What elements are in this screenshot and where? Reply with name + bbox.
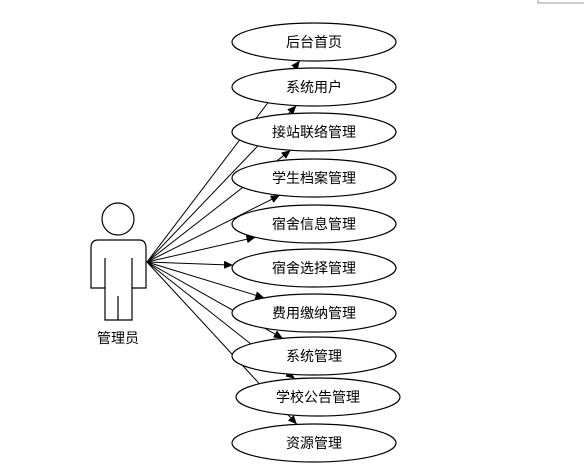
use-case-label: 学生档案管理: [272, 170, 356, 187]
use-case-ellipse: [231, 204, 397, 244]
use-case: 后台首页: [231, 22, 397, 62]
use-case-label: 宿舍选择管理: [272, 260, 356, 277]
use-case-label: 资源管理: [286, 436, 342, 452]
use-case-label: 后台首页: [286, 35, 342, 51]
use-case: 费用缴纳管理: [231, 293, 397, 333]
use-case-label: 宿舍信息管理: [272, 216, 356, 233]
use-case-label: 系统管理: [286, 349, 342, 365]
use-case-ellipse: [231, 336, 397, 376]
use-case-ellipse: [231, 158, 397, 198]
use-cases: 后台首页系统用户接站联络管理学生档案管理宿舍信息管理宿舍选择管理费用缴纳管理系统…: [231, 22, 401, 463]
use-case: 系统管理: [231, 336, 397, 376]
window-corner-artifact: [537, 0, 584, 4]
use-case-ellipse: [231, 67, 397, 107]
use-case-ellipse: [235, 377, 401, 417]
use-case-ellipse: [231, 293, 397, 333]
actor: 管理员: [90, 202, 147, 347]
use-case: 宿舍选择管理: [231, 248, 397, 288]
association-arrow: [146, 194, 280, 263]
user-actor-icon: [90, 202, 147, 321]
use-case-label: 学校公告管理: [276, 389, 360, 406]
actor-label: 管理员: [97, 331, 139, 347]
use-case: 资源管理: [231, 423, 397, 463]
use-case-ellipse: [231, 248, 397, 288]
use-case-ellipse: [231, 22, 397, 62]
association-arrow: [146, 260, 234, 269]
use-case-ellipse: [231, 112, 397, 152]
use-case: 接站联络管理: [231, 112, 397, 152]
use-case: 宿舍信息管理: [231, 204, 397, 244]
association-arrow: [146, 261, 265, 300]
use-case-ellipse: [231, 423, 397, 463]
use-case-label: 费用缴纳管理: [272, 306, 356, 322]
use-case: 学校公告管理: [235, 377, 401, 417]
use-case: 学生档案管理: [231, 158, 397, 198]
association-arrow: [146, 235, 256, 263]
use-case: 系统用户: [231, 67, 397, 107]
use-case-label: 系统用户: [286, 79, 342, 96]
use-case-label: 接站联络管理: [272, 124, 356, 141]
